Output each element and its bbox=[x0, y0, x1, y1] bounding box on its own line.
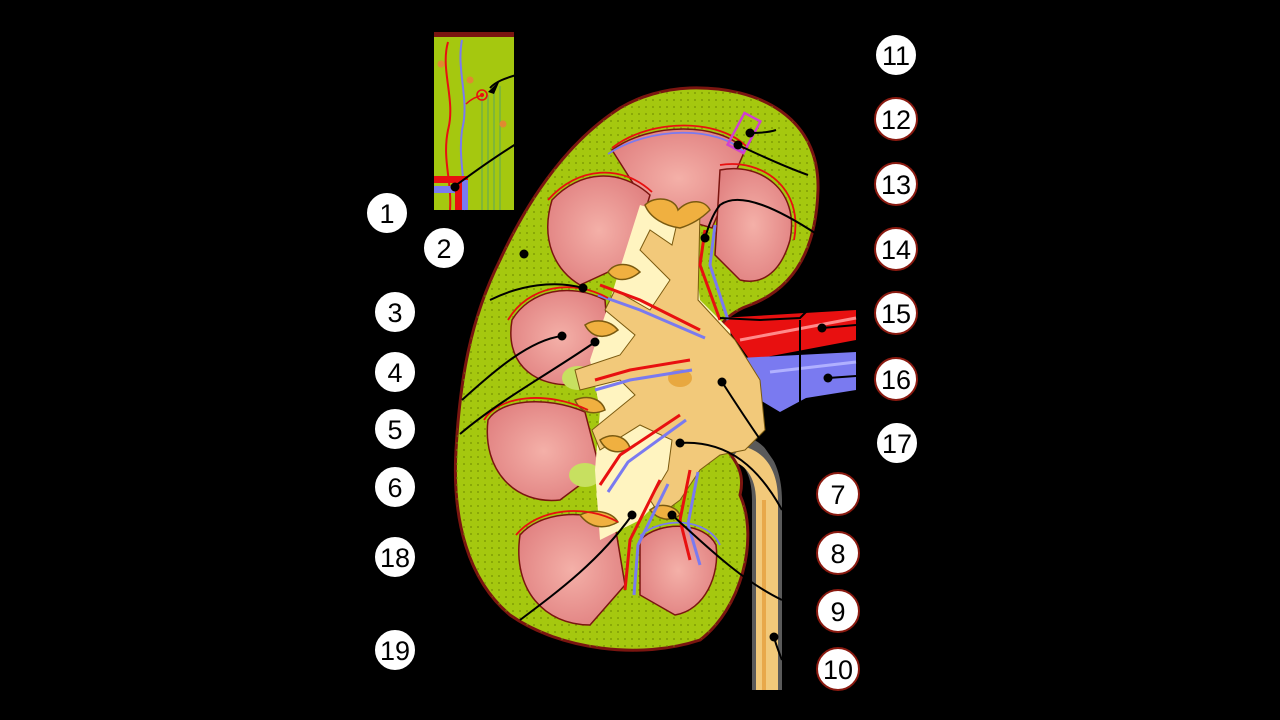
badge-circle bbox=[875, 421, 919, 465]
cortex-inset bbox=[434, 32, 514, 211]
label-badge-1: 1 bbox=[365, 191, 409, 235]
pyramid-upper-right bbox=[714, 167, 793, 282]
badge-number: 7 bbox=[830, 480, 845, 510]
badge-number: 6 bbox=[387, 473, 402, 503]
badge-number: 3 bbox=[387, 298, 402, 328]
label-badge-13: 13 bbox=[874, 162, 918, 206]
badge-number: 13 bbox=[881, 170, 911, 200]
leader-3 bbox=[489, 283, 584, 301]
badge-circle bbox=[365, 191, 409, 235]
badge-number: 9 bbox=[830, 597, 845, 627]
label-badge-3: 3 bbox=[373, 290, 417, 334]
badge-number: 1 bbox=[379, 199, 394, 229]
badge-circle bbox=[874, 97, 918, 141]
minor-calyces bbox=[574, 198, 711, 528]
badge-number: 17 bbox=[882, 429, 912, 459]
badge-number: 19 bbox=[380, 636, 410, 666]
leader-dots bbox=[519, 128, 833, 642]
leader-5 bbox=[459, 341, 596, 435]
label-badge-12: 12 bbox=[874, 97, 918, 141]
label-badge-4: 4 bbox=[373, 350, 417, 394]
badge-circle bbox=[373, 628, 417, 672]
label-badge-10: 10 bbox=[816, 647, 860, 691]
leader-13 bbox=[704, 198, 819, 239]
label-badge-2: 2 bbox=[422, 226, 466, 270]
badge-circle bbox=[816, 531, 860, 575]
badge-number: 16 bbox=[881, 365, 911, 395]
badge-circle bbox=[373, 350, 417, 394]
leader-19 bbox=[519, 514, 633, 621]
label-badge-15: 15 bbox=[874, 291, 918, 335]
badge-number: 15 bbox=[881, 299, 911, 329]
badge-circle bbox=[373, 290, 417, 334]
inset-location-box bbox=[725, 111, 763, 155]
label-badge-16: 16 bbox=[874, 357, 918, 401]
label-badge-9: 9 bbox=[816, 589, 860, 633]
inset-arrowhead bbox=[488, 80, 500, 94]
badge-number: 10 bbox=[823, 655, 853, 685]
badge-circle bbox=[373, 535, 417, 579]
inset-pointers bbox=[454, 73, 521, 187]
badge-circle bbox=[874, 33, 918, 77]
badge-number: 12 bbox=[881, 105, 911, 135]
ureter bbox=[722, 435, 782, 690]
renal-artery bbox=[720, 310, 857, 360]
label-badge-11: 11 bbox=[874, 33, 918, 77]
label-badge-18: 18 bbox=[373, 535, 417, 579]
badge-number: 11 bbox=[882, 41, 910, 71]
leader-16 bbox=[827, 375, 857, 379]
badge-circle bbox=[816, 472, 860, 516]
arcuate-vessels bbox=[483, 124, 797, 546]
leader-lines bbox=[459, 129, 857, 661]
leader-8 bbox=[679, 441, 783, 511]
label-badge-5: 5 bbox=[373, 407, 417, 451]
pyramid-bottom-right bbox=[639, 525, 718, 616]
badge-circle bbox=[816, 647, 860, 691]
label-badge-6: 6 bbox=[373, 465, 417, 509]
label-badge-8: 8 bbox=[816, 531, 860, 575]
badge-circle bbox=[422, 226, 466, 270]
badge-circle bbox=[874, 291, 918, 335]
badge-number: 8 bbox=[830, 539, 845, 569]
pyramid-bottom-left bbox=[518, 513, 626, 626]
renal-vein bbox=[740, 352, 857, 412]
badge-number: 14 bbox=[881, 235, 911, 265]
leader-12 bbox=[737, 144, 809, 176]
badge-number: 4 bbox=[387, 358, 402, 388]
leader-7 bbox=[721, 381, 781, 469]
badge-number: 2 bbox=[436, 234, 451, 264]
badge-circle bbox=[874, 227, 918, 271]
label-badge-17: 17 bbox=[875, 421, 919, 465]
badge-number: 5 bbox=[387, 415, 402, 445]
leader-14 bbox=[719, 299, 819, 322]
badge-circle bbox=[373, 407, 417, 451]
badge-circle bbox=[373, 465, 417, 509]
label-badge-7: 7 bbox=[816, 472, 860, 516]
badge-circle bbox=[874, 162, 918, 206]
badge-number: 18 bbox=[380, 543, 410, 573]
label-badge-19: 19 bbox=[373, 628, 417, 672]
leader-4 bbox=[461, 335, 563, 401]
badge-circle bbox=[874, 357, 918, 401]
leader-9 bbox=[671, 514, 783, 601]
label-badge-14: 14 bbox=[874, 227, 918, 271]
inset-dot bbox=[450, 182, 460, 192]
leader-15 bbox=[821, 324, 857, 329]
badge-circle bbox=[816, 589, 860, 633]
